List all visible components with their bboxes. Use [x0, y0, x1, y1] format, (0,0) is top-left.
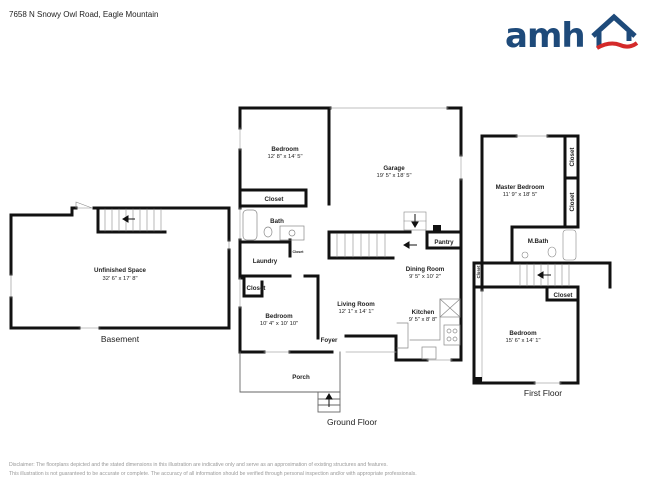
room-kitchen-dim: 9' 5" x 8' 8": [409, 317, 438, 323]
room-dining-dim: 9' 5" x 10' 2": [409, 274, 441, 280]
room-closet-2-name: Closet: [293, 250, 305, 254]
first-floor-block: [475, 377, 482, 383]
ground-floor-plan: [238, 106, 463, 362]
room-dining-name: Dining Room: [406, 266, 445, 273]
room-garage-name: Garage: [383, 165, 405, 172]
room-closet-3-name: Closet: [247, 285, 266, 292]
room-bath-name: Bath: [270, 218, 284, 225]
room-bedroom-1-name: Bedroom: [271, 146, 299, 153]
room-foyer-name: Foyer: [321, 337, 338, 344]
first-windows: [481, 135, 562, 384]
floor-label-basement: Basement: [101, 334, 140, 344]
stair-arrows: [122, 214, 551, 407]
room-bedroom-2-name: Bedroom: [265, 313, 293, 320]
ground-windows: [239, 107, 462, 361]
ground-stairs: [336, 211, 427, 258]
room-mbath-name: M.Bath: [528, 238, 549, 245]
room-porch-name: Porch: [292, 374, 310, 381]
chimney-block: [433, 225, 441, 232]
room-bedroom-2-dim: 10' 4" x 10' 10": [260, 321, 298, 327]
amh-logo: amh: [505, 8, 640, 56]
basement-stairs: [10, 208, 230, 329]
house-roof-icon: [591, 13, 639, 50]
room-closet-1-name: Closet: [265, 196, 284, 203]
floor-label-first: First Floor: [524, 388, 562, 398]
first-floor-plan: [472, 134, 612, 385]
room-closet-6-name: Closet: [476, 265, 481, 278]
room-pantry-name: Pantry: [434, 239, 454, 246]
property-address: 7658 N Snowy Owl Road, Eagle Mountain: [9, 10, 159, 19]
room-garage-dim: 19' 5" x 18' 5": [376, 173, 411, 179]
room-bedroom-1-dim: 12' 8" x 14' 5": [267, 154, 302, 160]
kitchen-fixtures: [242, 209, 461, 360]
basement-door: [75, 201, 93, 209]
room-kitchen-name: Kitchen: [412, 309, 435, 316]
room-closet-7-name: Closet: [554, 292, 573, 299]
room-bedroom-3-name: Bedroom: [509, 330, 537, 337]
room-closet-5-name: Closet: [569, 193, 576, 212]
room-laundry-name: Laundry: [253, 258, 278, 265]
disclaimer-line-1: Disclaimer: The floorplans depicted and …: [9, 462, 388, 468]
basement-room-dim: 32' 6" x 17' 8": [102, 276, 137, 282]
room-living-name: Living Room: [337, 301, 375, 308]
porch-outline: [239, 351, 341, 413]
basement-plan: [9, 206, 231, 330]
basement-room-name: Unfinished Space: [94, 267, 146, 274]
room-master-bedroom-dim: 11' 9" x 18' 5": [503, 192, 538, 198]
room-living-dim: 12' 1" x 14' 1": [338, 309, 373, 315]
floor-label-ground: Ground Floor: [327, 417, 377, 427]
room-bedroom-3-dim: 15' 6" x 14' 1": [505, 338, 540, 344]
disclaimer: Disclaimer: The floorplans depicted and …: [9, 461, 417, 479]
logo-text: amh: [505, 16, 586, 56]
room-closet-4-name: Closet: [569, 148, 576, 167]
disclaimer-line-2: This illustration is not guaranteed to b…: [9, 471, 417, 477]
room-master-bedroom-name: Master Bedroom: [496, 184, 545, 191]
